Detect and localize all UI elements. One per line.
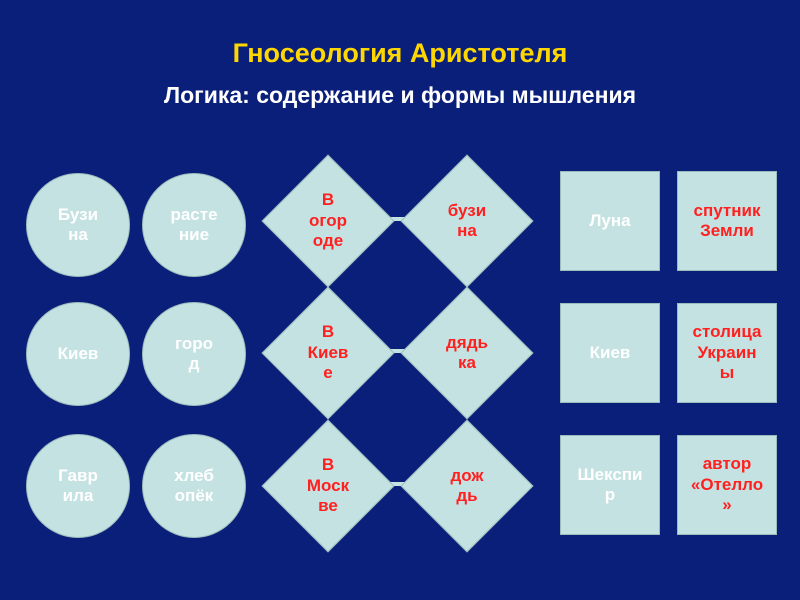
circle-label: хлеб опёк [174,465,214,505]
diamond-r1-d2: бузи на [400,154,534,288]
circle-r1-c2: расте ние [142,173,246,277]
rect-r3-right: автор «Отелло » [677,435,777,535]
rect-label: спутник Земли [693,200,761,240]
diamond-label: дож дь [450,465,484,505]
diamond-r2-d2: дядь ка [400,286,534,420]
circle-label: расте ние [170,204,218,244]
diamond-r2-d1: В Киев е [261,286,395,420]
circle-label: Гавр ила [58,465,98,505]
diamond-r1-d1: В огор оде [261,154,395,288]
diamond-label: В огор оде [308,190,347,251]
diamond-r3-d1: В Моск ве [261,419,395,553]
circle-label: Бузи на [57,204,99,244]
rect-label: столица Украин ы [692,322,762,383]
rect-r1-right: спутник Земли [677,171,777,271]
rect-r2-right: столица Украин ы [677,303,777,403]
connector [386,217,412,221]
circle-r2-c1: Киев [26,302,130,406]
circle-r1-c1: Бузи на [26,173,130,277]
rect-label: Луна [589,210,631,230]
connector [386,349,412,353]
circle-label: Киев [57,343,99,363]
diamond-label: В Киев е [307,322,349,383]
page-subtitle: Логика: содержание и формы мышления [163,82,637,108]
diamond-label: бузи на [447,200,487,240]
circle-r2-c2: горо д [142,302,246,406]
rect-r2-left: Киев [560,303,660,403]
diamond-r3-d2: дож дь [400,419,534,553]
diamond-label: В Моск ве [306,455,350,516]
circle-label: горо д [174,333,213,373]
connector [386,482,412,486]
rect-r1-left: Луна [560,171,660,271]
rect-label: Шекспи р [577,464,643,504]
page-title: Гносеология Аристотеля [232,38,568,68]
rect-label: автор «Отелло » [690,454,764,515]
rect-r3-left: Шекспи р [560,435,660,535]
diamond-label: дядь ка [446,332,488,372]
rect-label: Киев [589,342,631,362]
circle-r3-c1: Гавр ила [26,434,130,538]
circle-r3-c2: хлеб опёк [142,434,246,538]
